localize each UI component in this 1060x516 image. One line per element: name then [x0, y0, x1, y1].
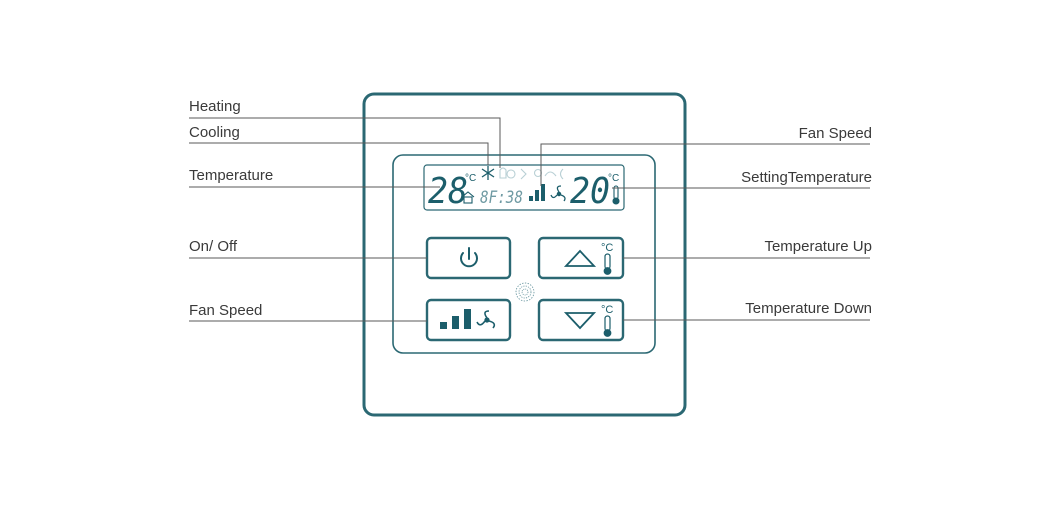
- label-fan-speed-left: Fan Speed: [189, 302, 263, 319]
- leader-lines: [189, 117, 870, 322]
- sensor-icon: [515, 282, 535, 302]
- lcd-clock: 8F:38: [480, 188, 523, 208]
- arrow-down-icon: [563, 312, 597, 330]
- label-temperature-down: Temperature Down: [745, 300, 872, 317]
- down-unit: °C: [601, 304, 613, 316]
- down-thermometer-icon: [603, 315, 612, 337]
- fan-speed-button-fan-icon: [476, 310, 496, 329]
- power-icon: [460, 247, 478, 268]
- fan-speed-bars-icon: [529, 184, 545, 201]
- leader-cooling: [189, 142, 489, 165]
- label-cooling: Cooling: [189, 124, 240, 141]
- fan-icon: [550, 185, 566, 202]
- label-temperature-up: Temperature Up: [764, 238, 872, 255]
- up-thermometer-icon: [603, 253, 612, 275]
- lcd-set-unit: °C: [608, 173, 619, 184]
- heating-icon: [499, 167, 564, 180]
- snowflake-icon: [481, 166, 495, 180]
- thermometer-icon: [612, 185, 620, 205]
- label-temperature: Temperature: [189, 167, 274, 184]
- up-unit: °C: [601, 242, 613, 254]
- home-icon: [461, 191, 475, 204]
- label-heating: Heating: [189, 98, 241, 115]
- touch-panel: [392, 154, 656, 354]
- leader-heating: [189, 117, 501, 168]
- lcd-room-unit: °C: [465, 173, 476, 184]
- lcd-room-temp: 28: [428, 171, 468, 212]
- label-fan-speed-right: Fan Speed: [798, 125, 872, 142]
- arrow-up-icon: [563, 249, 597, 267]
- lcd-set-temp: 20: [570, 171, 610, 212]
- device-frame: [362, 92, 687, 417]
- fan-speed-button-bars-icon: [440, 309, 471, 329]
- label-on-off: On/ Off: [189, 238, 238, 255]
- leader-fan-speed-right: [540, 143, 870, 186]
- label-setting-temperature: SettingTemperature: [741, 169, 872, 186]
